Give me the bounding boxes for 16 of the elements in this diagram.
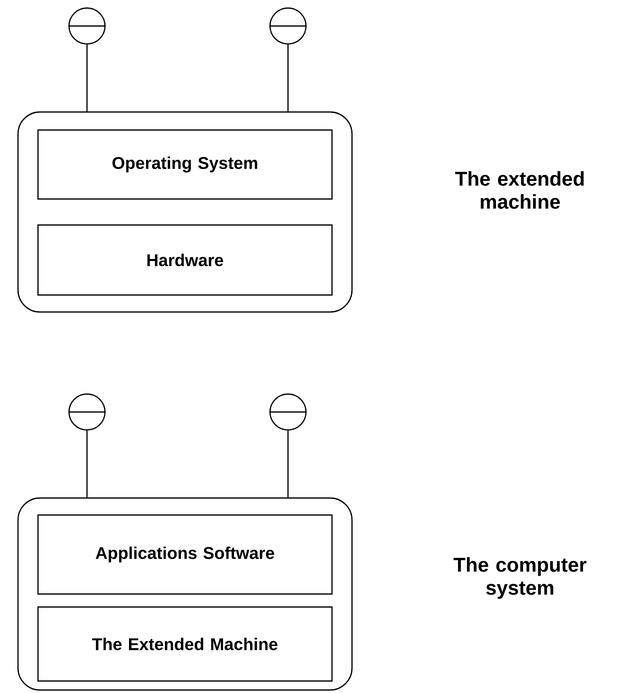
machine-box — [17, 111, 353, 313]
connector-line — [86, 44, 88, 112]
layer-box: Operating System — [37, 129, 333, 200]
caption: The extended machine — [455, 171, 584, 209]
connector-line — [287, 44, 289, 112]
layer-box: Hardware — [37, 224, 333, 296]
interface-circle — [269, 7, 307, 45]
layer-box: The Extended Machine — [37, 606, 333, 682]
connector-line — [287, 430, 289, 498]
connector-line — [86, 430, 88, 498]
interface-circle — [68, 393, 106, 431]
machine-box — [17, 497, 353, 691]
caption: The computer system — [454, 557, 586, 599]
interface-circle — [68, 7, 106, 45]
layer-box: Applications Software — [37, 514, 333, 595]
interface-circle — [269, 393, 307, 431]
